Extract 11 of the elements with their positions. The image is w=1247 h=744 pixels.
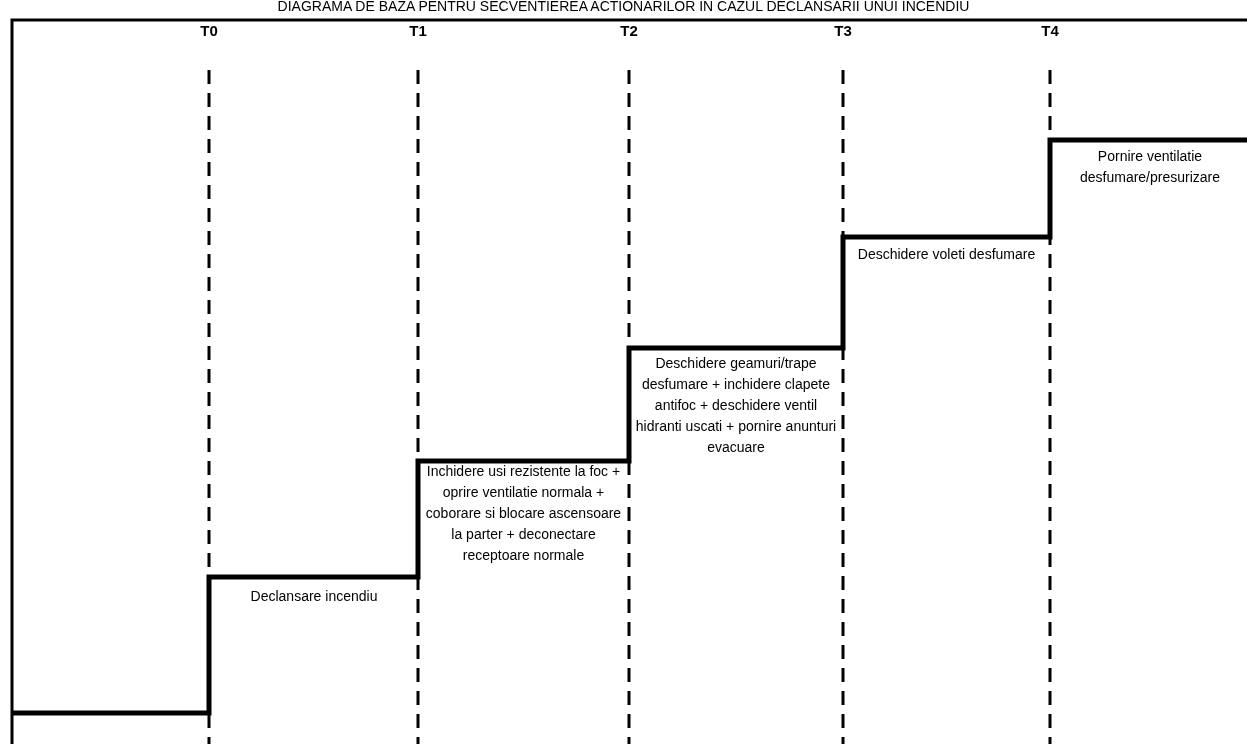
time-label: T2 — [619, 22, 639, 39]
step-text: Declansare incendiu — [249, 587, 379, 606]
time-label: T4 — [1040, 22, 1060, 39]
title: DIAGRAMA DE BAZA PENTRU SECVENTIEREA ACTIONARILOR IN CAZUL DECLANSARII UNUI INCENDIU — [276, 0, 971, 16]
time-label: T0 — [199, 22, 219, 39]
step-text: Pornire ventilatie desfumare/presurizare — [1078, 147, 1222, 187]
time-label: T3 — [833, 22, 853, 39]
step-text: Deschidere voleti desfumare — [856, 245, 1037, 264]
time-label: T1 — [408, 22, 428, 39]
step-text: Inchidere usi rezistente la foc + oprire ventilatie normala + coborare si blocare ascensoare la parter + deconectare receptoare normale — [424, 462, 623, 565]
step-text: Deschidere geamuri/trape desfumare + inchidere clapete antifoc + deschidere ventil hidranti uscati + pornire anunturi evacuare — [634, 354, 838, 457]
